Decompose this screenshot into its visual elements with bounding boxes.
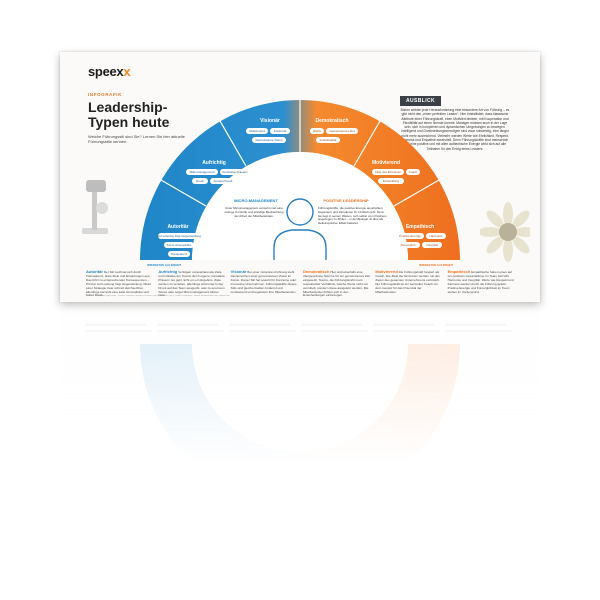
tag-demokratisch-1: Werte — [313, 129, 321, 133]
arc-foot-left: INTERAKTIVE ALS EINHEIT — [147, 263, 181, 267]
arc-band — [140, 100, 460, 260]
segment-motivierend: Motivierend — [372, 160, 400, 166]
sunflower-illustration — [480, 202, 530, 262]
tag-demokratisch-2: Gemeinsames Ziel — [329, 129, 354, 133]
segment-demokratisch: Demokratisch — [315, 118, 348, 124]
tag-visionaer-2: Fordernd — [274, 129, 287, 133]
infographic-tag: INFOGRAFIK — [88, 92, 122, 97]
tag-empathisch-4: Integrität — [426, 243, 438, 247]
column-aufrichtig: Aufrichtig Verfolgen vorausplanende Ziel… — [158, 269, 225, 298]
person-icon — [273, 198, 327, 260]
tag-autoritaer-2: Keine Atmosphäre — [167, 243, 192, 247]
column-autoritaer: Autoritär Der Stil zeichnet sich durch T… — [86, 269, 151, 298]
leadership-arc: Autoritär Aufrichtig Visionär Demokratis… — [140, 100, 460, 267]
column-demokratisch: Demokratisch Hier wird ebenfalls eine üb… — [302, 269, 370, 298]
column-empathisch: Empathisch Empathische haben einen auf e… — [447, 269, 514, 294]
infographic-sheet: speexx INFOGRAFIK Leadership- Typen heut… — [60, 52, 540, 302]
tag-empathisch-1: Positive Energie — [399, 234, 421, 238]
speexx-logo: speexx — [88, 64, 131, 79]
positive-leadership-text: Führungskräfte, die positive Energie aus… — [318, 207, 387, 226]
micromanagement-text: Unter Micromanagement versteht man eine … — [224, 207, 284, 218]
segment-aufrichtig: Aufrichtig — [202, 160, 226, 166]
tag-aufrichtig-2: Konstante Präsenz — [222, 170, 248, 174]
tag-motivierend-2: Coach — [409, 170, 418, 174]
footer-sources: Speexx® Leadership-Typen heute · Quellen… — [86, 295, 230, 297]
ausblick-label: AUSBLICK — [400, 96, 442, 106]
description-columns: Autoritär Der Stil zeichnet sich durch T… — [86, 270, 516, 298]
arc-foot-right: INTERAKTIVE ALS EINHEIT — [419, 263, 453, 267]
column-visionaer: Visionär Bei einer visionären Führung st… — [230, 269, 297, 294]
tag-empathisch-3: Fürsorglich — [401, 243, 416, 247]
segment-empathisch: Empathisch — [406, 224, 434, 230]
tag-visionaer-1: Motivierend — [249, 129, 265, 133]
tag-aufrichtig-3: Druck — [196, 179, 204, 183]
tag-motivierend-1: Ziele des Einzelnen — [375, 170, 402, 174]
tag-motivierend-3: Entwicklung — [383, 179, 399, 183]
column-motivierend: Motivierend Die Führungskraft fungiert a… — [375, 269, 440, 294]
tag-demokratisch-3: Individualität — [320, 138, 337, 142]
micromanagement-title: MICRO-MANAGEMENT — [234, 198, 278, 203]
tag-autoritaer-1: Auf Leistung folgt Gegenleistung — [157, 234, 201, 238]
page-title: Leadership- Typen heute — [88, 99, 170, 130]
microscope-illustration — [82, 180, 108, 234]
tag-aufrichtig-1: Mikromanagement — [190, 170, 215, 174]
tag-autoritaer-3: Transparenz — [171, 252, 188, 256]
tag-aufrichtig-4: Anspruchsvoll — [214, 179, 233, 183]
page-subtitle: Welche Führungsstil sind Sie? Lernen Sie… — [88, 134, 185, 144]
tag-visionaer-3: Gemeinsame Vision — [256, 138, 283, 142]
sheet-reflection — [60, 302, 540, 552]
tag-empathisch-2: Harmonie — [429, 234, 442, 238]
positive-leadership-title: POSITIVE LEADERSHIP — [323, 198, 369, 203]
segment-autoritaer: Autoritär — [167, 224, 188, 230]
ausblick-text: Bisher wirkten jede Herausforderung eine… — [400, 108, 510, 151]
segment-visionaer: Visionär — [260, 118, 280, 124]
